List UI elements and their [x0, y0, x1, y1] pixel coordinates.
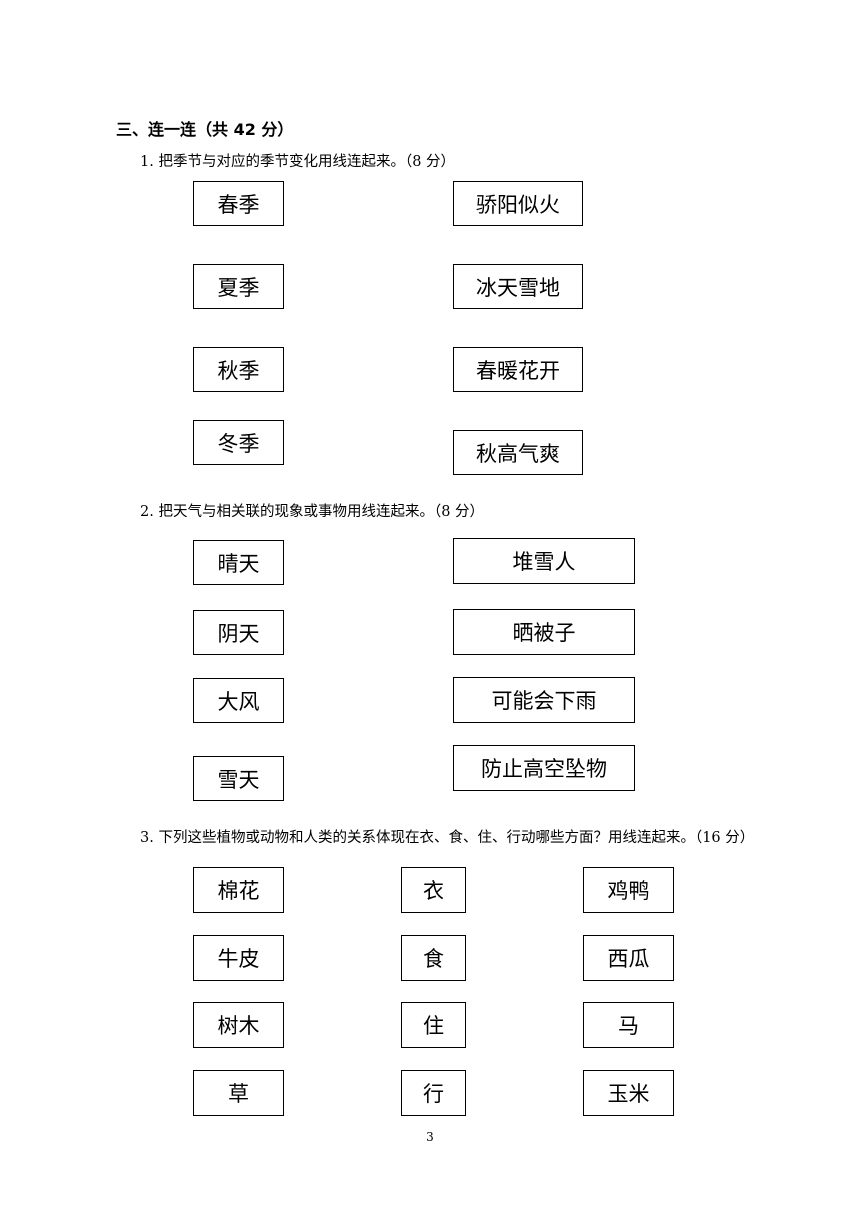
q1-left-item: 夏季: [193, 264, 284, 309]
question-2-prompt: 2. 把天气与相关联的现象或事物用线连起来。（8 分）: [140, 504, 485, 520]
section-title: 三、连一连（共 42 分）: [116, 120, 294, 139]
page-number: 3: [426, 1130, 434, 1144]
q2-right-item: 堆雪人: [453, 538, 635, 584]
q3-left-item: 棉花: [193, 867, 284, 913]
q3-right-item: 西瓜: [583, 935, 674, 981]
q2-left-item: 大风: [193, 678, 284, 723]
question-1-prompt: 1. 把季节与对应的季节变化用线连起来。（8 分）: [140, 154, 456, 170]
q3-middle-item: 食: [401, 935, 466, 981]
q1-left-item: 春季: [193, 181, 284, 226]
q2-right-item: 晒被子: [453, 609, 635, 655]
q3-left-item: 草: [193, 1070, 284, 1116]
question-3-prompt: 3. 下列这些植物或动物和人类的关系体现在衣、食、住、行动哪些方面？用线连起来。…: [140, 830, 755, 846]
q1-right-item: 春暖花开: [453, 347, 583, 392]
q1-right-item: 骄阳似火: [453, 181, 583, 226]
q3-middle-item: 衣: [401, 867, 466, 913]
q1-right-item: 秋高气爽: [453, 430, 583, 475]
q2-left-item: 晴天: [193, 540, 284, 585]
q3-left-item: 牛皮: [193, 935, 284, 981]
q3-middle-item: 行: [401, 1070, 466, 1116]
q2-left-item: 阴天: [193, 610, 284, 655]
q2-right-item: 防止高空坠物: [453, 745, 635, 791]
q1-left-item: 冬季: [193, 420, 284, 465]
q3-middle-item: 住: [401, 1002, 466, 1048]
q3-right-item: 玉米: [583, 1070, 674, 1116]
q2-right-item: 可能会下雨: [453, 677, 635, 723]
q3-right-item: 马: [583, 1002, 674, 1048]
q1-right-item: 冰天雪地: [453, 264, 583, 309]
q3-right-item: 鸡鸭: [583, 867, 674, 913]
q2-left-item: 雪天: [193, 756, 284, 801]
q3-left-item: 树木: [193, 1002, 284, 1048]
q1-left-item: 秋季: [193, 347, 284, 392]
